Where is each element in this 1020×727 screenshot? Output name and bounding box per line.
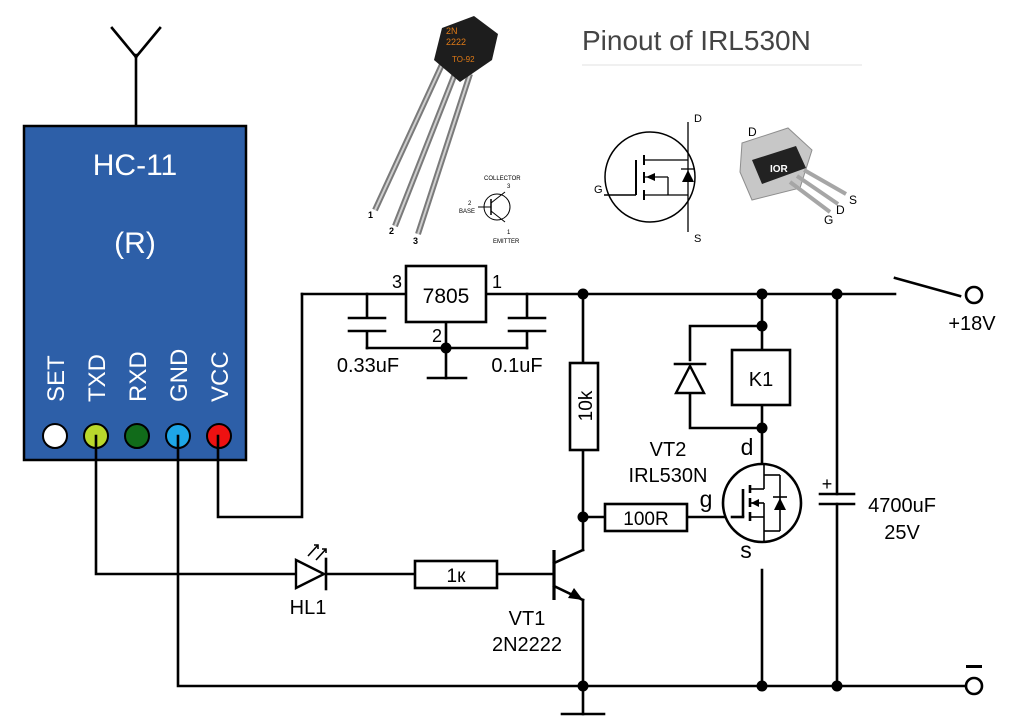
to92-collector-num: 3	[507, 184, 511, 190]
module-mode: (R)	[114, 227, 156, 260]
led-label: HL1	[290, 597, 327, 619]
pinout-sym-d: D	[694, 113, 702, 125]
to92-package-image: 2N 2222 TO-92 1 2 3 COLLECTOR 3 BASE 2 1…	[368, 16, 521, 246]
flyback-diode	[673, 362, 707, 395]
c-big-voltage: 25V	[884, 522, 920, 544]
resistor-10k: 10k	[568, 361, 600, 452]
r-gate-label: 100R	[623, 509, 668, 530]
pinout-sym-s: S	[694, 233, 701, 245]
irl530n-pinout: Pinout of IRL530N D G S IOR D G D S	[582, 25, 862, 245]
c-out-label: 0.1uF	[491, 355, 542, 377]
pin-label-set: SET	[43, 355, 70, 402]
to92-emitter-num: 1	[507, 230, 511, 236]
to92-emitter: EMITTER	[493, 239, 520, 245]
to92-marking-2: 2222	[446, 37, 466, 47]
antenna-icon	[110, 26, 162, 127]
relay-k1: K1	[730, 348, 792, 407]
to92-base: BASE	[459, 209, 475, 215]
pinout-sym-g: G	[594, 184, 603, 196]
hc11-module: HC-11 (R) SET TXD RXD GND VCC	[22, 124, 248, 462]
regulator-pin-in: 3	[392, 272, 402, 292]
regulator-name: 7805	[423, 285, 470, 308]
pinout-pkg-d: D	[748, 125, 757, 139]
regulator-pin-out: 1	[492, 272, 502, 292]
to92-leg-1: 1	[368, 210, 373, 220]
r-pullup-label: 10k	[576, 390, 597, 421]
vt2-name: VT2	[650, 439, 687, 461]
capacitor-c-in: 0.33uF	[337, 316, 399, 377]
regulator-7805: 7805 3 1 2	[392, 264, 502, 346]
c-in-label: 0.33uF	[337, 355, 399, 377]
to92-leg-2: 2	[389, 226, 394, 236]
mosfet-vt2: VT2 IRL530N d g s	[629, 434, 803, 563]
pinout-pkg-s: S	[849, 193, 857, 207]
regulator-pin-gnd: 2	[432, 326, 442, 346]
vt2-pin-g: g	[700, 486, 713, 512]
transistor-vt1: VT1 2N2222	[492, 548, 585, 656]
vt1-name: VT1	[509, 608, 546, 630]
pin-label-gnd: GND	[166, 349, 193, 402]
c-big-value: 4700uF	[868, 495, 936, 517]
r-base-label: 1к	[447, 566, 467, 587]
module-name: HC-11	[93, 149, 177, 182]
terminal-plus: +18V	[948, 285, 996, 335]
to92-marking-1: 2N	[446, 26, 458, 36]
vt1-part: 2N2222	[492, 634, 562, 656]
pinout-pkg-g: G	[824, 213, 833, 227]
pin-dot-set	[42, 423, 68, 449]
pinout-title: Pinout of IRL530N	[582, 25, 811, 56]
to92-collector: COLLECTOR	[484, 176, 521, 182]
pin-label-rxd: RXD	[125, 351, 152, 402]
relay-label: K1	[749, 369, 773, 391]
power-plus-label: +18V	[948, 313, 996, 335]
pin-label-vcc: VCC	[207, 351, 234, 402]
vt2-pin-s: s	[740, 537, 752, 563]
terminal-minus	[964, 665, 984, 696]
to92-leg-3: 3	[413, 236, 418, 246]
resistor-1k: 1к	[413, 559, 499, 590]
pin-label-txd: TXD	[84, 354, 111, 402]
resistor-100r: 100R	[603, 502, 689, 533]
led-hl1: HL1	[290, 544, 328, 619]
junction-dots	[440, 288, 843, 692]
to92-marking-3: TO-92	[452, 55, 475, 64]
to92-base-num: 2	[468, 201, 472, 207]
c-big-plus: +	[822, 474, 833, 494]
pinout-pkg-logo: IOR	[770, 164, 789, 175]
pinout-pkg-d2: D	[836, 203, 845, 217]
capacitor-c-out: 0.1uF	[491, 316, 547, 377]
pin-dot-rxd	[124, 423, 150, 449]
vt2-pin-d: d	[741, 434, 754, 460]
capacitor-4700uf: + 4700uF 25V	[818, 474, 936, 544]
vt2-part: IRL530N	[629, 465, 708, 487]
